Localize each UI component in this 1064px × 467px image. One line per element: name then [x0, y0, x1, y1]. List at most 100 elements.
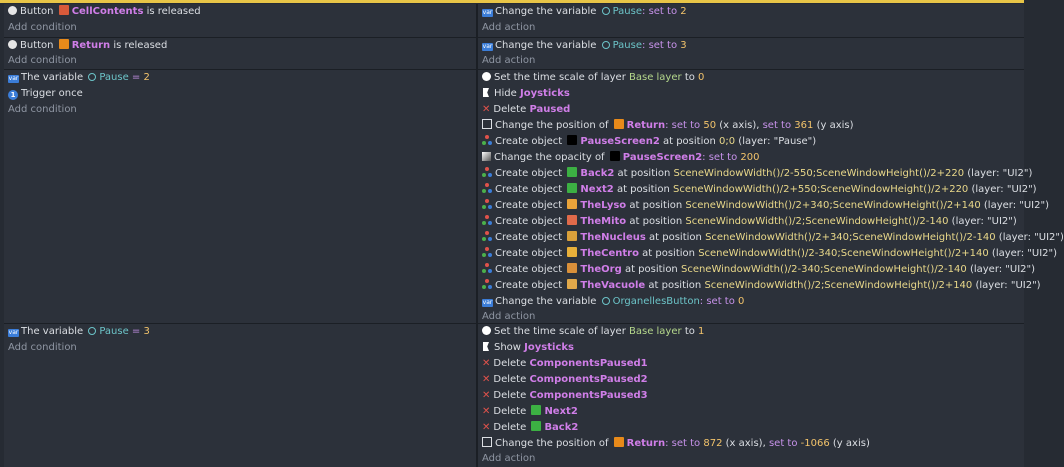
opacity-icon: [482, 152, 491, 161]
flag-icon: [483, 342, 489, 351]
delete-icon: ✕: [482, 390, 491, 401]
pausescreen2-sprite-icon: [609, 151, 620, 161]
global-variable-icon: [601, 297, 610, 305]
global-variable-icon: [601, 7, 610, 15]
action-set-time-scale[interactable]: Set the time scale of layer Base layer t…: [482, 70, 704, 86]
flag-icon: [483, 88, 489, 97]
global-variable-icon: [601, 41, 610, 49]
create-object-icon: [482, 247, 492, 257]
conditions-column[interactable]: Button CellContents is released Add cond…: [4, 4, 478, 37]
thenucleus-sprite-icon: [567, 231, 578, 241]
conditions-column[interactable]: Button Return is released Add condition: [4, 38, 478, 69]
add-action-link[interactable]: Add action: [482, 311, 536, 322]
delete-icon: ✕: [482, 422, 491, 433]
event-row-cellcontents[interactable]: Button CellContents is released Add cond…: [4, 4, 1024, 38]
thevacuole-sprite-icon: [567, 279, 578, 289]
back2-sprite-icon: [567, 167, 578, 177]
button-icon: [8, 6, 17, 15]
action-create-object[interactable]: Create object Back2 at position SceneWin…: [482, 166, 1032, 182]
action-hide-object[interactable]: Hide Joysticks: [482, 86, 570, 102]
selected-event-highlight: [0, 0, 1024, 3]
add-condition-link[interactable]: Add condition: [8, 22, 77, 33]
action-create-object[interactable]: Create object TheVacuole at position Sce…: [482, 278, 1041, 294]
next2-sprite-icon: [567, 183, 578, 193]
action-delete-object[interactable]: ✕Delete Back2: [482, 421, 579, 433]
create-object-icon: [482, 263, 492, 273]
global-variable-icon: [88, 327, 97, 335]
action-create-object[interactable]: Create object Next2 at position SceneWin…: [482, 182, 1037, 198]
action-create-object[interactable]: Create object PauseScreen2 at position 0…: [482, 134, 816, 150]
action-create-object[interactable]: Create object TheMito at position SceneW…: [482, 214, 1017, 230]
return-sprite-icon: [613, 119, 624, 129]
next2-sprite-icon: [531, 405, 542, 415]
action-delete-object[interactable]: ✕Delete ComponentsPaused3: [482, 390, 648, 401]
action-create-object[interactable]: Create object TheOrg at position SceneWi…: [482, 262, 1035, 278]
delete-icon: ✕: [482, 406, 491, 417]
position-icon: [482, 437, 492, 447]
variable-icon: var: [482, 299, 493, 307]
delete-icon: ✕: [482, 104, 491, 115]
add-action-link[interactable]: Add action: [482, 453, 536, 464]
action-delete-object[interactable]: ✕Delete Paused: [482, 104, 571, 115]
variable-icon: var: [482, 9, 493, 17]
add-condition-link[interactable]: Add condition: [8, 342, 77, 353]
variable-icon: var: [482, 43, 493, 51]
return-sprite-icon: [58, 39, 69, 49]
add-condition-link[interactable]: Add condition: [8, 55, 77, 66]
pausescreen2-sprite-icon: [567, 135, 578, 145]
action-create-object[interactable]: Create object TheCentro at position Scen…: [482, 246, 1057, 262]
action-change-position[interactable]: Change the position of Return: set to 50…: [482, 118, 854, 134]
create-object-icon: [482, 279, 492, 289]
action-delete-object[interactable]: ✕Delete ComponentsPaused1: [482, 358, 648, 369]
action-delete-object[interactable]: ✕Delete Next2: [482, 405, 578, 417]
clock-icon: [482, 326, 491, 335]
position-icon: [482, 119, 492, 129]
event-row-return[interactable]: Button Return is released Add condition …: [4, 38, 1024, 70]
global-variable-icon: [88, 73, 97, 81]
create-object-icon: [482, 183, 492, 193]
action-show-object[interactable]: Show Joysticks: [482, 340, 574, 356]
thelyso-sprite-icon: [567, 199, 578, 209]
condition-button-released[interactable]: Button CellContents is released: [8, 4, 201, 20]
add-action-link[interactable]: Add action: [482, 22, 536, 33]
condition-button-released[interactable]: Button Return is released: [8, 38, 167, 54]
delete-icon: ✕: [482, 374, 491, 385]
add-action-link[interactable]: Add action: [482, 55, 536, 66]
variable-icon: var: [8, 75, 19, 83]
create-object-icon: [482, 231, 492, 241]
action-delete-object[interactable]: ✕Delete ComponentsPaused2: [482, 374, 648, 385]
action-set-time-scale[interactable]: Set the time scale of layer Base layer t…: [482, 324, 704, 340]
action-change-position[interactable]: Change the position of Return: set to 87…: [482, 436, 870, 452]
create-object-icon: [482, 215, 492, 225]
cellcontents-sprite-icon: [58, 5, 69, 15]
create-object-icon: [482, 135, 492, 145]
action-change-opacity[interactable]: Change the opacity of PauseScreen2: set …: [482, 150, 760, 166]
themito-sprite-icon: [567, 215, 578, 225]
thecentro-sprite-icon: [567, 247, 578, 257]
delete-icon: ✕: [482, 358, 491, 369]
actions-column[interactable]: Set the time scale of layer Base layer t…: [478, 324, 1024, 467]
trigger-once-icon: 1: [8, 90, 18, 100]
return-sprite-icon: [613, 437, 624, 447]
create-object-icon: [482, 199, 492, 209]
create-object-icon: [482, 167, 492, 177]
clock-icon: [482, 72, 491, 81]
button-icon: [8, 40, 17, 49]
theorg-sprite-icon: [567, 263, 578, 273]
add-condition-link[interactable]: Add condition: [8, 104, 77, 115]
actions-column[interactable]: Set the time scale of layer Base layer t…: [478, 70, 1064, 323]
action-create-object[interactable]: Create object TheNucleus at position Sce…: [482, 230, 1064, 246]
action-create-object[interactable]: Create object TheLyso at position SceneW…: [482, 198, 1049, 214]
